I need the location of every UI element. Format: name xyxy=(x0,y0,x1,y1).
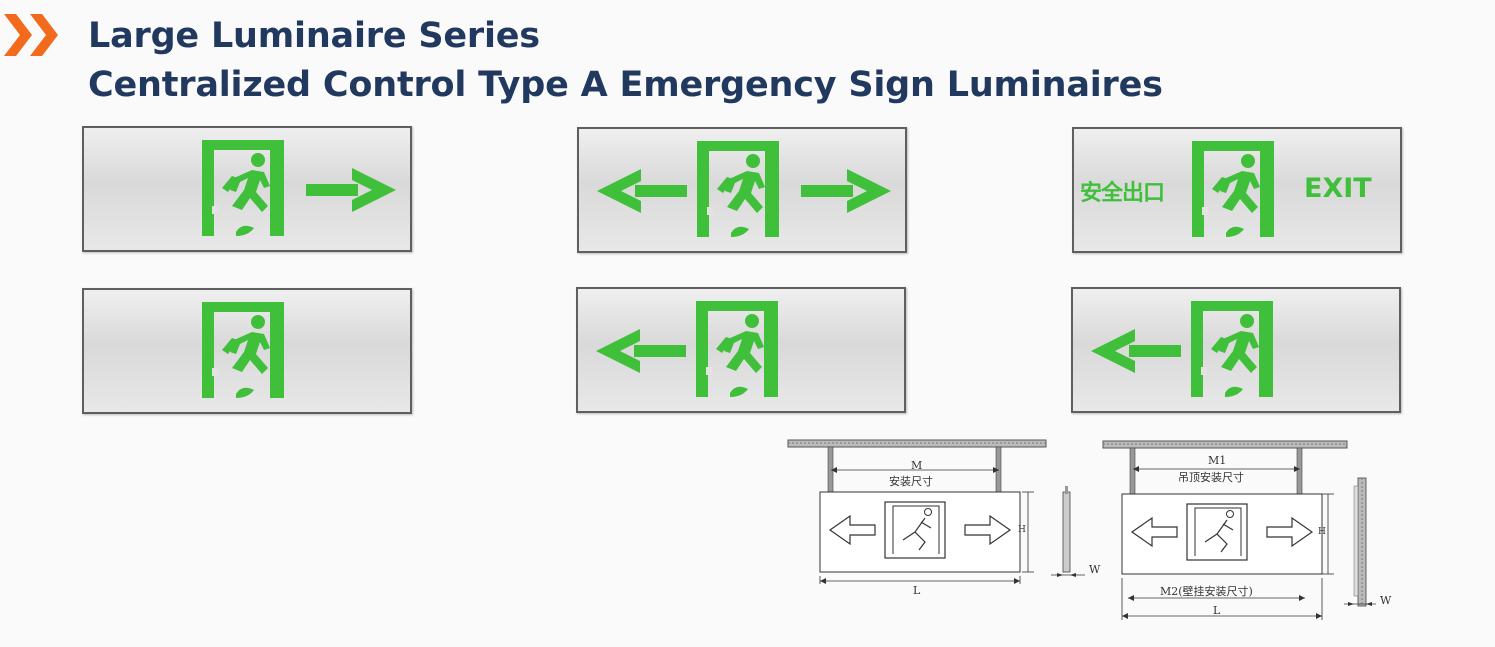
safety-exit-cn-label: 安全出口 xyxy=(1080,181,1165,206)
exit-sign-left-arrow xyxy=(576,287,906,413)
m1-dimension-label: M1 xyxy=(1208,454,1227,467)
page-subtitle: Centralized Control Type A Emergency Sig… xyxy=(88,65,1163,105)
install-size-label: 安装尺寸 xyxy=(889,475,933,488)
running-man-door-icon xyxy=(696,301,778,397)
dimension-drawing-right: M1 吊顶安装尺寸 H M2(壁挂安装尺寸) L W xyxy=(1100,436,1400,626)
w-dimension-label: W xyxy=(1089,563,1101,576)
arrow-right-icon xyxy=(306,168,396,212)
exit-sign-plain xyxy=(82,288,412,414)
exit-sign-double-arrow xyxy=(577,127,907,253)
l-dimension-label-right: L xyxy=(1213,604,1221,617)
arrow-right-icon xyxy=(801,169,891,213)
exit-sign-left-arrow-2 xyxy=(1071,287,1401,413)
m-dimension-label: M xyxy=(911,459,923,472)
running-man-door-icon xyxy=(202,302,284,398)
exit-sign-right-arrow xyxy=(82,126,412,252)
w-dimension-label-right: W xyxy=(1380,594,1392,607)
m2-wall-install-size-label: M2(壁挂安装尺寸) xyxy=(1160,585,1253,598)
dimension-drawing-left: M 安装尺寸 H L W xyxy=(785,436,1105,606)
exit-sign-text: 安全出口 EXIT xyxy=(1072,127,1402,253)
title-block: Large Luminaire Series Centralized Contr… xyxy=(88,12,1163,110)
running-man-door-icon xyxy=(202,140,284,236)
arrow-left-icon xyxy=(1091,329,1181,373)
ceiling-install-size-label: 吊顶安装尺寸 xyxy=(1178,471,1244,484)
running-man-door-icon xyxy=(697,141,779,237)
double-chevron-icon xyxy=(4,14,58,56)
page-title: Large Luminaire Series xyxy=(88,16,540,56)
h-dimension-label-right: H xyxy=(1318,527,1326,537)
h-dimension-label: H xyxy=(1018,525,1026,535)
arrow-left-icon xyxy=(597,169,687,213)
running-man-door-icon xyxy=(1191,301,1273,397)
l-dimension-label: L xyxy=(913,584,921,597)
exit-en-label: EXIT xyxy=(1304,173,1372,204)
running-man-door-icon xyxy=(1192,141,1274,237)
arrow-left-icon xyxy=(596,329,686,373)
